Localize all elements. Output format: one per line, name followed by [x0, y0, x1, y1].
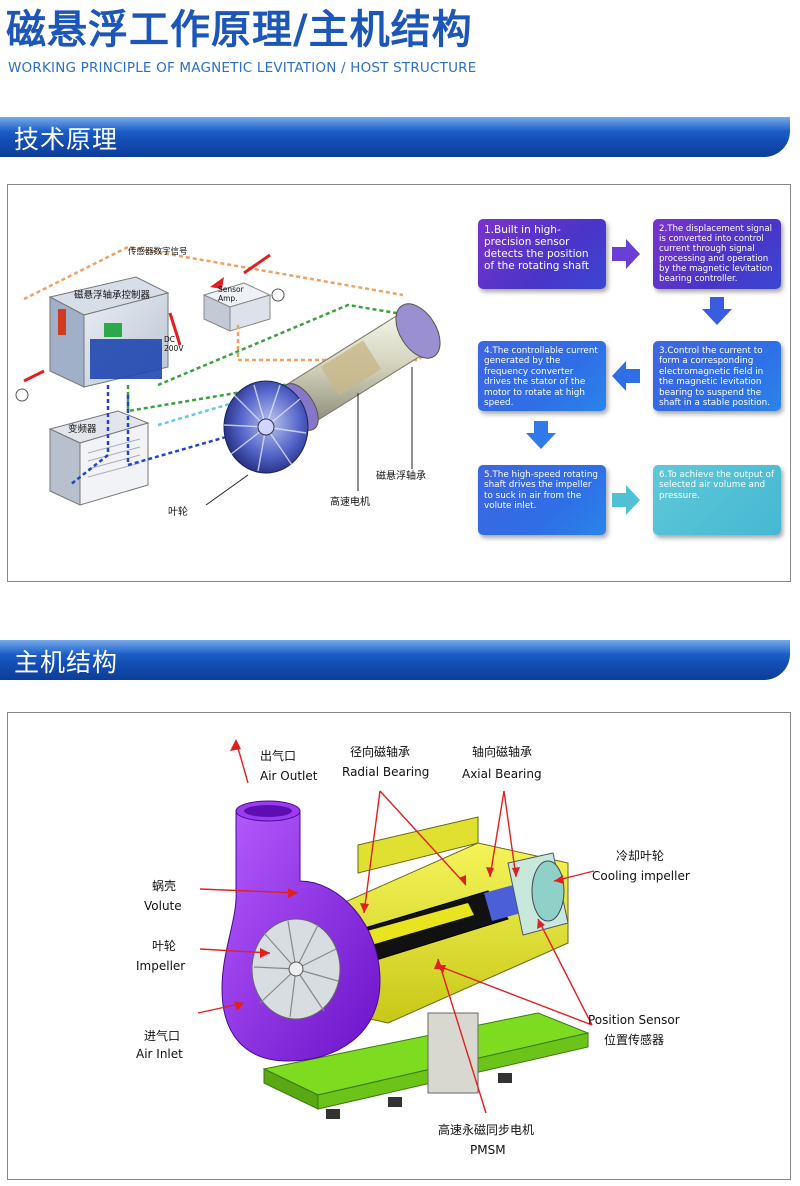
label-axial-en: Axial Bearing [462, 767, 542, 781]
section-header-principle: 技术原理 [0, 117, 790, 157]
sensor-amp-box [202, 282, 272, 332]
step-3: 3.Control the current to form a correspo… [653, 341, 781, 411]
inverter-cabinet [48, 410, 150, 506]
label-volute-en: Volute [144, 899, 182, 913]
step-2: 2.The displacement signal is converted i… [653, 219, 781, 289]
step-4: 4.The controllable current generated by … [478, 341, 606, 411]
arrow-step1-2 [612, 239, 640, 269]
label-motor: 高速电机 [330, 497, 370, 508]
label-pmsm-cn: 高速永磁同步电机 [438, 1123, 535, 1137]
label-outlet-cn: 出气口 [260, 749, 297, 763]
label-position-en: Position Sensor [588, 1013, 680, 1027]
label-position-cn: 位置传感器 [604, 1033, 665, 1047]
page-subtitle: WORKING PRINCIPLE OF MAGNETIC LEVITATION… [8, 60, 477, 76]
label-impeller-en: Impeller [136, 959, 186, 973]
label-dc: DC 200V [164, 335, 184, 353]
bearing-controller-cabinet [48, 276, 170, 388]
label-sensor-amp: Sensor Amp. [218, 285, 244, 303]
label-controller: 磁悬浮轴承控制器 [74, 290, 151, 301]
label-cooling-en: Cooling impeller [592, 869, 690, 883]
principle-panel: 传感器数字信号 磁悬浮轴承控制器 Sensor Amp. DC 200V 变频器… [7, 184, 791, 582]
label-sensor-signal: 传感器数字信号 [128, 247, 188, 257]
section-title-structure: 主机结构 [14, 648, 119, 677]
label-axial-cn: 轴向磁轴承 [472, 745, 533, 759]
callout-lines [197, 740, 595, 1114]
structure-schematic [197, 739, 595, 1119]
step-1: 1.Built in high-precision sensor detects… [478, 219, 606, 289]
label-impeller-cn: 叶轮 [152, 939, 177, 953]
label-inlet-cn: 进气口 [144, 1029, 181, 1043]
label-inlet-en: Air Inlet [136, 1047, 183, 1061]
arrow-step5-6 [612, 485, 640, 515]
arrow-step4-5 [526, 421, 556, 449]
impeller [223, 380, 309, 474]
leader-lines [205, 367, 413, 506]
step-5: 5.The high-speed rotating shaft drives t… [478, 465, 606, 535]
arrow-step3-4 [612, 361, 640, 391]
arrow-step2-3 [702, 297, 732, 325]
label-impeller: 叶轮 [168, 507, 188, 518]
principle-schematic [15, 245, 441, 506]
step-6: 6.To achieve the output of selected air … [653, 465, 781, 535]
page-title: 磁悬浮工作原理/主机结构 [6, 7, 473, 53]
label-radial-cn: 径向磁轴承 [350, 745, 411, 759]
label-cooling-cn: 冷却叶轮 [616, 849, 665, 863]
label-outlet-en: Air Outlet [260, 769, 318, 783]
label-radial-en: Radial Bearing [342, 765, 430, 779]
structure-panel: 出气口 Air Outlet 径向磁轴承 Radial Bearing 轴向磁轴… [7, 712, 791, 1180]
impeller-wheel [251, 918, 341, 1020]
callout-arrowheads [230, 739, 564, 1011]
cooling-unit [507, 852, 569, 936]
label-bearing: 磁悬浮轴承 [376, 471, 426, 482]
section-title-principle: 技术原理 [14, 125, 119, 154]
label-pmsm-en: PMSM [470, 1143, 506, 1157]
label-inverter: 变频器 [68, 424, 97, 435]
power-arrows [15, 253, 285, 402]
label-volute-cn: 蜗壳 [152, 879, 177, 893]
section-header-structure: 主机结构 [0, 640, 790, 680]
